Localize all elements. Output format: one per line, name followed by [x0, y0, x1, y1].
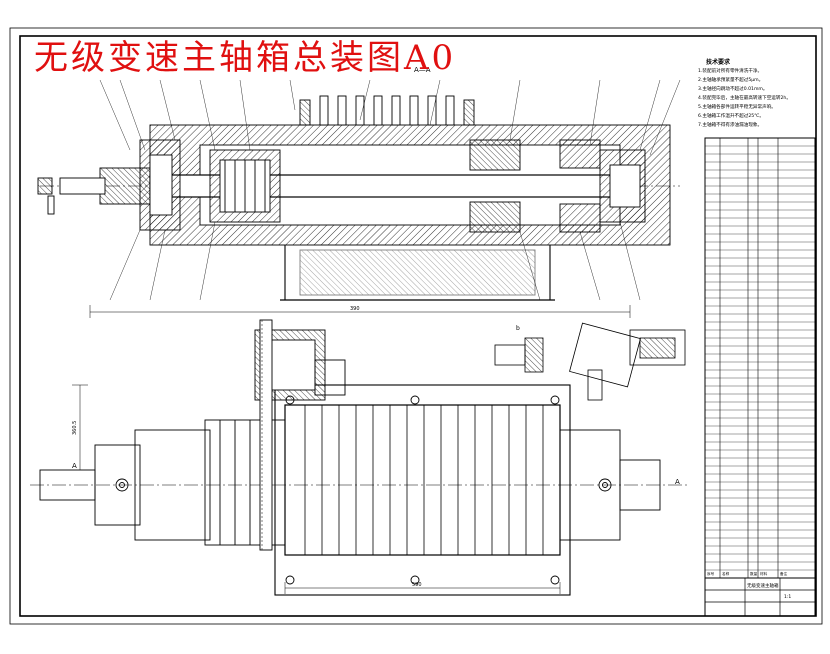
height-dimension-label: 360.5	[72, 421, 78, 435]
tech-note-2: 2.主轴轴承预紧量不超过5μm。	[698, 78, 764, 83]
parts-table-header-cell: 数量	[750, 571, 758, 576]
outer-border	[9, 27, 823, 625]
tech-note-6: 6.主轴箱工作温升不超过25℃。	[698, 114, 764, 119]
parts-table-rows: 序号 名称 数量材料 备注	[705, 145, 815, 576]
tech-note-4: 4.装配完毕后，主轴在最高转速下空运转2h。	[698, 96, 791, 101]
section-view-a-a	[37, 79, 681, 318]
drawing-title: 无级变速主轴箱总装图A0	[34, 38, 457, 78]
section-label: A—A	[414, 66, 431, 74]
view-mark-a-left: A	[72, 462, 77, 470]
parts-table-header-cell: 备注	[780, 571, 788, 576]
tech-notes: 技术要求 1.装配前对所有零件清洗干净。 2.主轴轴承预紧量不超过5μm。 3.…	[698, 58, 818, 130]
parts-table-header-cell: 名称	[722, 571, 730, 576]
parts-table-header-cell: 序号	[707, 571, 715, 576]
title-block	[704, 577, 816, 617]
pulley-outline	[204, 419, 286, 546]
title-block-name: 无级变速主轴箱	[747, 582, 779, 589]
tech-note-3: 3.主轴径向跳动不超过0.01mm。	[698, 87, 768, 92]
finned-housing	[284, 404, 561, 556]
tech-notes-heading: 技术要求	[706, 59, 731, 66]
tech-note-1: 1.装配前对所有零件清洗干净。	[698, 69, 763, 74]
parts-table-header-cell: 材料	[760, 571, 768, 576]
pulley-group	[209, 149, 281, 223]
inner-border	[19, 35, 817, 617]
bottom-dimension-label: 590	[412, 582, 422, 588]
base-plate	[274, 384, 571, 596]
plan-view	[30, 319, 690, 596]
tech-note-5: 5.主轴箱各部件运转平稳无异常声响。	[698, 105, 776, 110]
view-mark-a-right: A	[675, 478, 680, 486]
detail-views	[494, 322, 686, 401]
detail-label-b: b	[516, 325, 520, 332]
parts-table	[704, 137, 816, 579]
front-bearing	[469, 139, 521, 171]
title-block-scale: 1:1	[784, 594, 791, 600]
tech-note-7: 7.主轴箱不得有渗油漏油现象。	[698, 123, 763, 128]
top-dimension-label: 390	[350, 306, 360, 312]
cooling-fins	[299, 95, 475, 126]
